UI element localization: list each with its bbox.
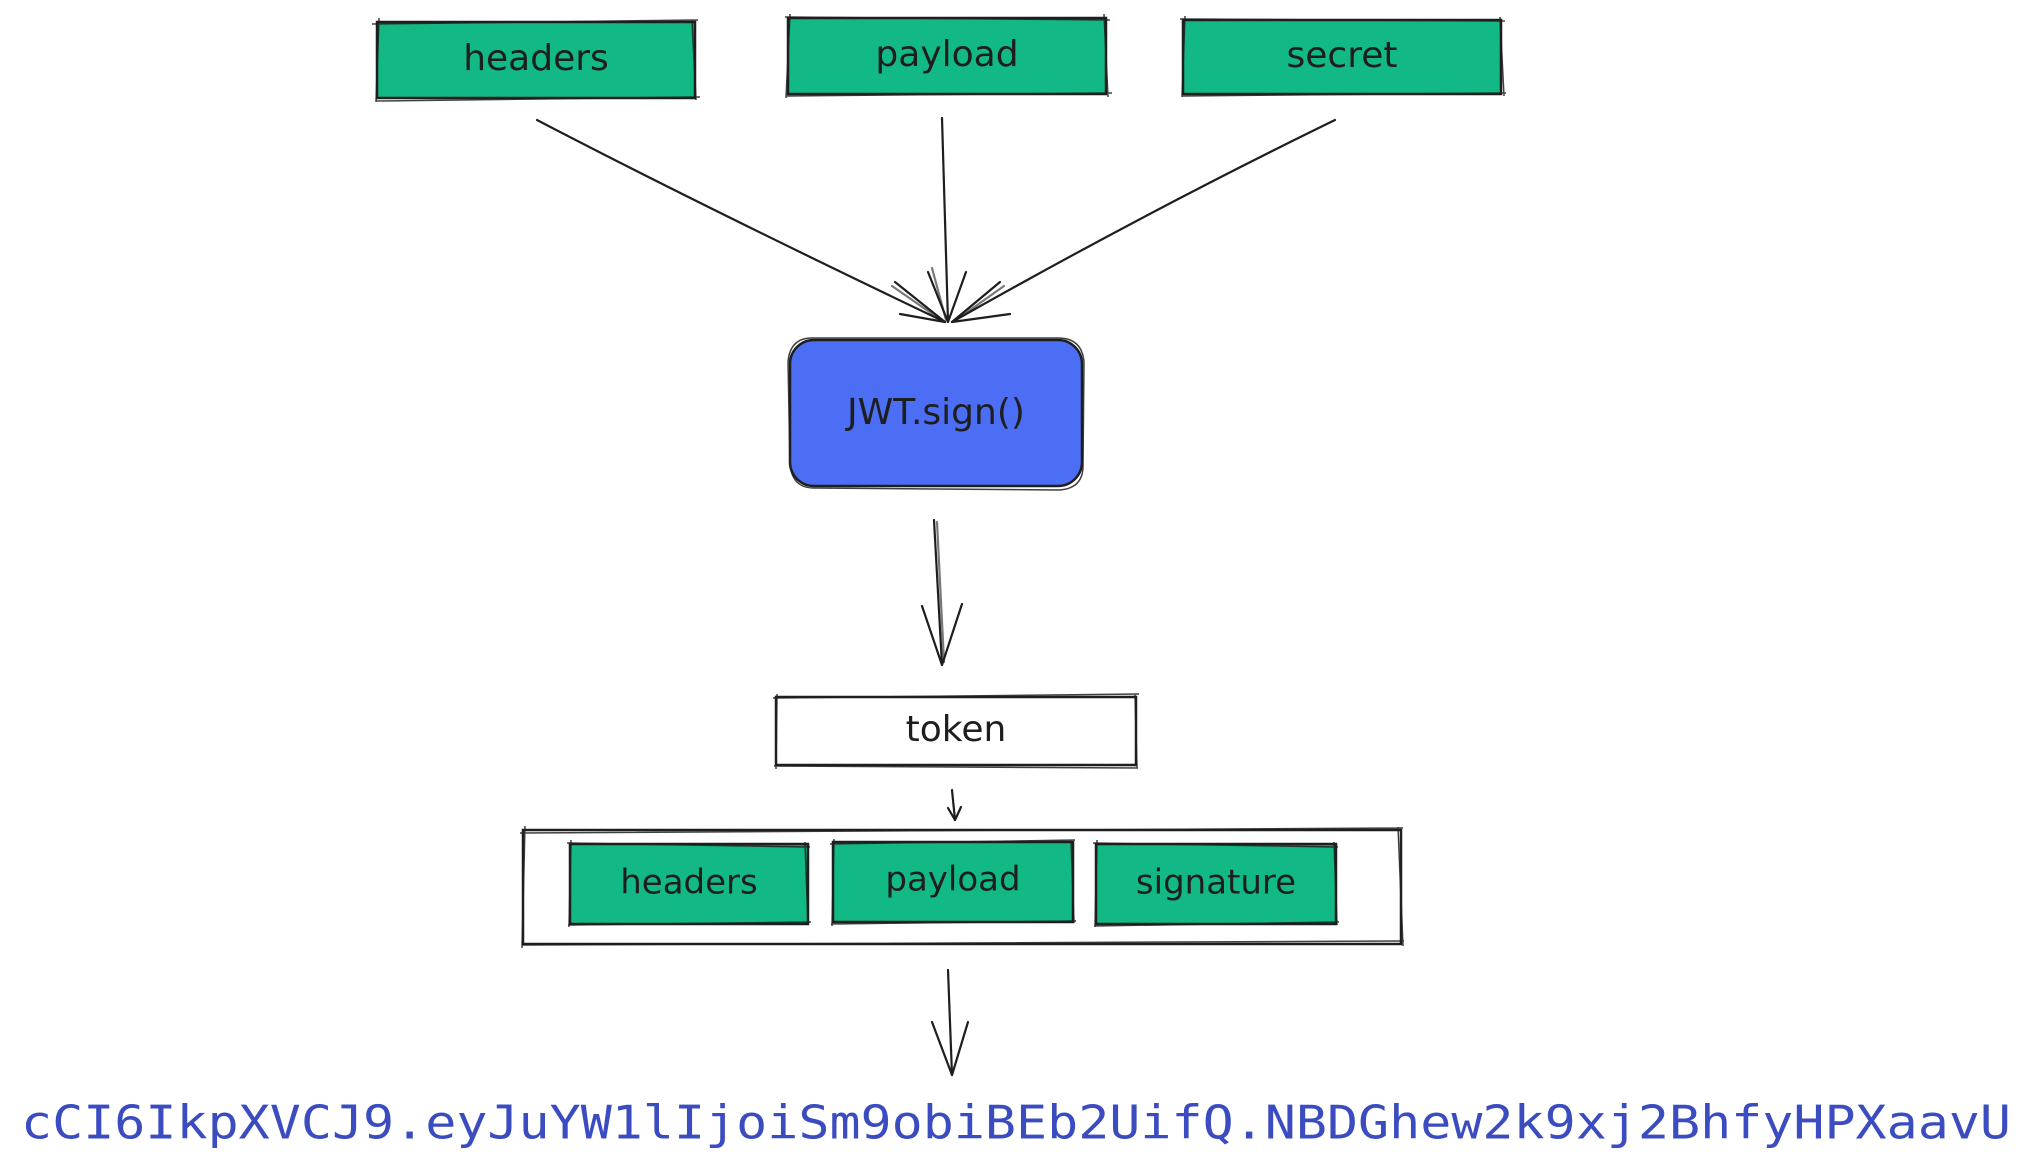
input-payload-label: payload — [875, 34, 1018, 75]
input-headers-label: headers — [463, 38, 609, 79]
jwt-sign-node: JWT.sign() — [787, 337, 1085, 491]
part-payload-box: payload — [829, 838, 1077, 927]
arrow-headers-to-sign — [535, 118, 947, 324]
encoded-token-string: cCI6IkpXVCJ9.eyJuYW1lIjoiSm9obiBEb2UifQ.… — [21, 1096, 2011, 1150]
part-headers-box: headers — [566, 839, 812, 928]
part-signature-box: signature — [1092, 839, 1340, 928]
token-box: token — [772, 693, 1140, 770]
token-label: token — [906, 709, 1007, 750]
arrow-payload-to-sign — [926, 116, 968, 324]
part-headers-label: headers — [620, 863, 758, 903]
input-payload-box: payload — [784, 13, 1113, 99]
arrow-parts-to-string — [930, 968, 970, 1077]
arrow-token-to-parts — [946, 788, 963, 822]
arrow-secret-to-sign — [950, 118, 1337, 324]
part-signature-label: signature — [1136, 863, 1296, 903]
part-payload-label: payload — [885, 860, 1020, 900]
input-headers-box: headers — [371, 17, 701, 103]
jwt-sign-label: JWT.sign() — [845, 392, 1025, 433]
input-secret-label: secret — [1287, 35, 1398, 76]
input-secret-box: secret — [1179, 15, 1507, 98]
arrow-sign-to-token — [920, 518, 964, 667]
